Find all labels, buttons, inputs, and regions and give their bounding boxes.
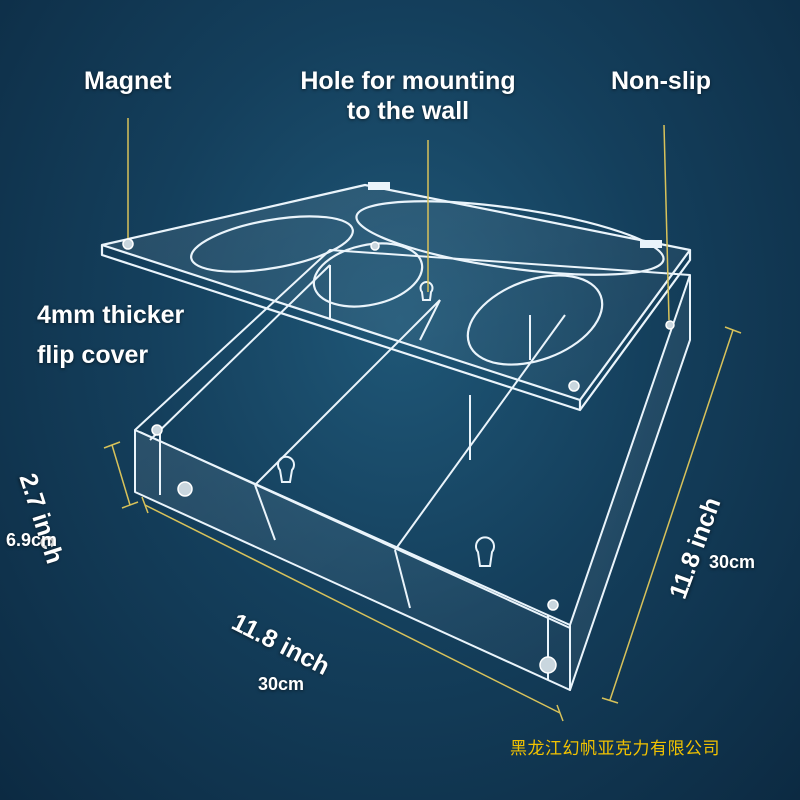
cover-label: 4mm thicker flip cover — [37, 300, 184, 370]
magnet-icon — [177, 481, 193, 497]
company-name: 黑龙江幻帆亚克力有限公司 — [510, 739, 720, 759]
magnet-icon — [370, 241, 380, 251]
non-slip-label: Non-slip — [611, 67, 711, 95]
dimension-lines — [103, 326, 742, 722]
magnets — [122, 238, 675, 674]
width-cm-label: 30cm — [258, 674, 305, 694]
height-cm-label: 6.9cm — [6, 530, 58, 550]
box-body — [134, 249, 691, 691]
cover-label-line2: flip cover — [37, 341, 149, 369]
callout-lines — [127, 118, 670, 321]
magnet-icon — [539, 656, 557, 674]
flip-cover — [100, 182, 692, 412]
magnet-icon — [665, 320, 675, 330]
hole-label-line1: Hole for mounting — [300, 67, 516, 95]
depth-cm-label: 30cm — [709, 552, 756, 572]
magnet-icon — [568, 380, 580, 392]
hole-label-line2: to the wall — [346, 97, 470, 125]
cover-label-line1: 4mm thicker — [37, 301, 185, 329]
magnet-icon — [151, 424, 163, 436]
magnet-icon — [547, 599, 559, 611]
magnet-label: Magnet — [84, 67, 172, 95]
hole-label: Hole for mounting to the wall — [288, 66, 528, 126]
magnet-icon — [122, 238, 134, 250]
